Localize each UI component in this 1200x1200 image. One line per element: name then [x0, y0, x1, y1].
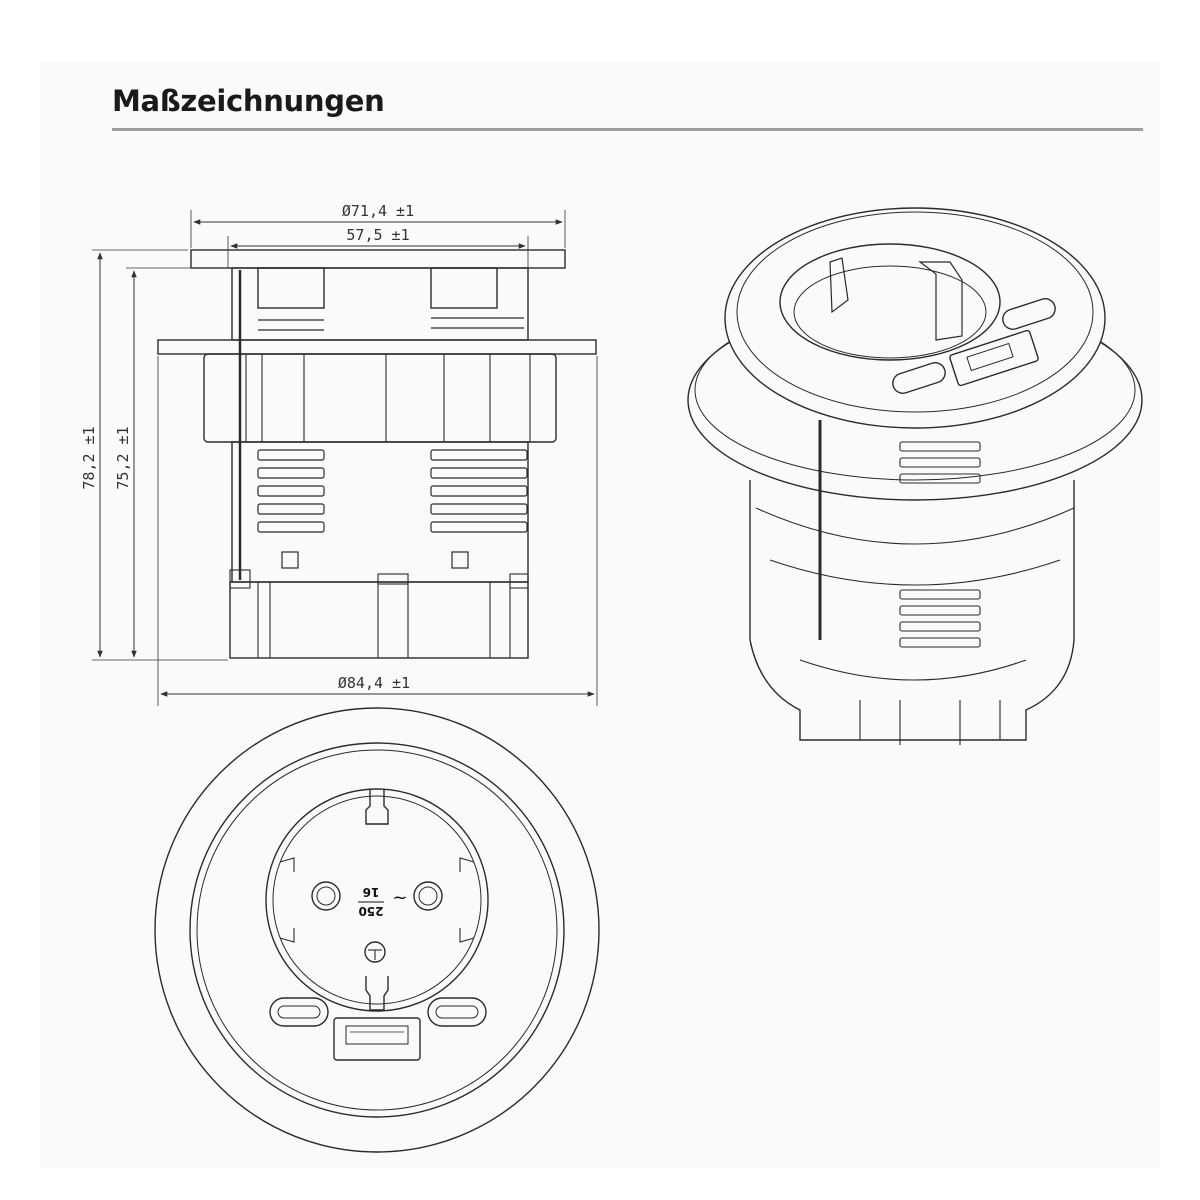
dim-label-overall-height: 78,2 ±1: [80, 426, 98, 489]
collar: [203, 353, 557, 443]
iso-usb-a-port: [949, 329, 1039, 387]
pin-hole-left: [311, 881, 341, 911]
dimension-lines: [92, 210, 598, 706]
iso-top-cap: [724, 207, 1106, 429]
iso-socket-recess: [779, 243, 1001, 361]
marking-ac-symbol: ~: [392, 887, 407, 908]
flange-outline: [157, 339, 597, 355]
upper-body: [231, 267, 529, 341]
dim-label-body-height: 75,2 ±1: [114, 426, 132, 489]
iso-body: [749, 480, 1075, 741]
top-cap-outline: [190, 249, 566, 269]
earth-clip-bottom: [365, 976, 389, 1011]
socket-marking: 250 16 ~: [358, 885, 408, 918]
usb-a-port: [333, 1017, 421, 1061]
lower-body: [231, 441, 529, 583]
top-cap-circle: [189, 742, 565, 1118]
usb-c-port-left: [269, 997, 329, 1027]
usb-c-port-right: [427, 997, 487, 1027]
dim-label-flange: Ø84,4 ±1: [338, 674, 410, 692]
dim-label-top-inner: 57,5 ±1: [346, 226, 409, 244]
pin-hole-right: [413, 881, 443, 911]
dim-label-top-outer: Ø71,4 ±1: [342, 202, 414, 220]
marking-voltage: 250: [358, 904, 383, 918]
top-view: [154, 707, 600, 1153]
marking-current: 16: [363, 885, 380, 899]
top-flange-circle: [154, 707, 600, 1153]
page-title: Maßzeichnungen: [112, 84, 385, 118]
side-view: [157, 249, 597, 659]
iso-usb-c-right: [1002, 298, 1056, 330]
title-divider: [112, 128, 1143, 131]
base: [229, 581, 529, 659]
iso-usb-c-left: [892, 362, 946, 394]
earth-clip-top: [365, 790, 389, 825]
perspective-view: [687, 207, 1143, 745]
dimension-labels: Ø71,4 ±1 57,5 ±1 78,2 ±1 75,2 ±1 Ø84,4 ±…: [80, 202, 414, 692]
earth-symbol: [364, 941, 386, 963]
socket-recess: [265, 788, 489, 1012]
